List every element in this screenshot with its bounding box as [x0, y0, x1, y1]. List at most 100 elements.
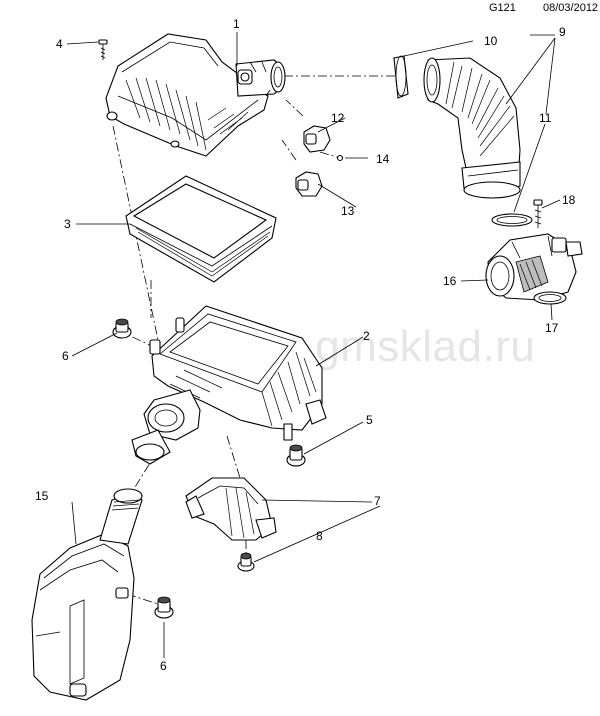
assembly-line-sensor-13 [281, 139, 297, 161]
air-cleaner-upper-cover [105, 33, 286, 157]
cover-screw [98, 39, 108, 60]
callout-4: 4 [56, 37, 63, 51]
assembly-line-duct [226, 435, 241, 479]
intake-duct [185, 477, 277, 541]
diagram-date: 08/03/2012 [543, 2, 599, 14]
duct-ribs [225, 487, 255, 539]
screw-head [98, 39, 108, 45]
housing-peg-2 [149, 339, 161, 355]
throttle-motor-ribs [519, 259, 543, 291]
cover-lug [106, 111, 118, 121]
grommet-top [115, 318, 129, 326]
hose-upper-mouth [423, 57, 441, 103]
callout-14: 14 [376, 152, 390, 166]
clamp-11-inner [496, 216, 528, 224]
callout-5: 5 [366, 413, 373, 427]
callout-2: 2 [363, 329, 370, 343]
cover-outlet-mouth [270, 61, 286, 93]
throttle-connector-plug [565, 241, 583, 257]
leader-18 [541, 199, 561, 209]
hose-corrugations [445, 61, 515, 157]
throttle-connector [551, 237, 567, 253]
resonator-neck-threads [111, 499, 141, 511]
callout-8: 8 [316, 529, 323, 543]
resonator-foot [69, 683, 87, 697]
leader-6a [71, 332, 118, 357]
screw-thread-3 [100, 55, 106, 59]
gasket-inner [538, 294, 562, 302]
leader-15 [71, 501, 77, 545]
screw-14-head [336, 154, 344, 162]
air-cleaner-lower-housing [131, 305, 327, 465]
grommet-lower [154, 596, 174, 619]
screw-thread-2 [100, 51, 106, 55]
throttle-motor [515, 255, 549, 293]
clamp-11-ring [491, 213, 533, 227]
leader-4 [66, 41, 99, 45]
cover-outlet-detail [249, 61, 271, 97]
cover-lug-2 [170, 140, 180, 148]
sensor-13-connector [297, 179, 309, 191]
grommet-6b-top [157, 596, 171, 604]
throttle-body-gasket [533, 291, 567, 305]
housing-peg-1 [175, 317, 185, 333]
grommet-upper [112, 318, 132, 339]
throttle-body [485, 233, 583, 301]
throttle-bore-inner [490, 261, 510, 291]
callout-3: 3 [64, 217, 71, 231]
leader-11 [513, 123, 546, 213]
filter-pleats [135, 227, 271, 277]
sensor-12-connector [305, 133, 317, 145]
resonator-neck-mouth [113, 488, 143, 504]
sensor-13 [295, 171, 323, 197]
bolt-18-thread-3 [534, 221, 542, 225]
gasket-ring [533, 291, 567, 305]
callout-11: 11 [539, 111, 552, 125]
housing-grommet [286, 444, 306, 467]
callout-17: 17 [545, 321, 559, 335]
sensor-screw [336, 154, 344, 162]
callout-18: 18 [562, 193, 576, 207]
leader-17 [550, 303, 553, 321]
throttle-body-bolt [533, 199, 543, 228]
grommet-8-top [240, 552, 252, 560]
leader-9a [505, 37, 556, 105]
hose-lower-mouth [463, 181, 521, 199]
housing-inlet-inner [154, 409, 178, 427]
leader-13 [317, 183, 357, 208]
duct-rim [197, 485, 259, 505]
assembly-line-sensor [285, 99, 304, 117]
intake-hose [423, 57, 521, 199]
diagram-code: G121 [489, 2, 516, 14]
resonator-rib [39, 559, 119, 591]
duct-flap [185, 495, 205, 519]
leader-12 [317, 117, 346, 133]
screw-thread-1 [100, 47, 106, 51]
callout-6-lower: 6 [160, 659, 167, 673]
hose-upper-inner [426, 64, 438, 96]
filter-edge [129, 223, 273, 267]
leader-7a [261, 499, 373, 503]
leader-5 [303, 421, 364, 455]
duct-outlet [255, 517, 277, 539]
callout-12: 12 [331, 111, 345, 125]
resonator-panel [69, 599, 85, 685]
callout-7: 7 [374, 494, 381, 508]
assembly-line-screw-14 [319, 151, 341, 159]
air-filter-element [125, 175, 277, 283]
callout-6-upper: 6 [62, 349, 69, 363]
sensor-12-body [303, 125, 331, 153]
air-flow-sensor [303, 125, 331, 153]
callout-10: 10 [484, 34, 498, 48]
callout-1: 1 [233, 17, 240, 31]
grommet-5-top [289, 444, 303, 452]
hose-cuff-line [467, 169, 519, 177]
bolt-18-head [533, 199, 543, 206]
resonator-lug [115, 587, 129, 599]
bolt-18-thread-1 [534, 209, 542, 213]
throttle-body-edges [511, 235, 553, 259]
housing-top-rim [159, 313, 297, 393]
leader-8 [253, 505, 381, 563]
